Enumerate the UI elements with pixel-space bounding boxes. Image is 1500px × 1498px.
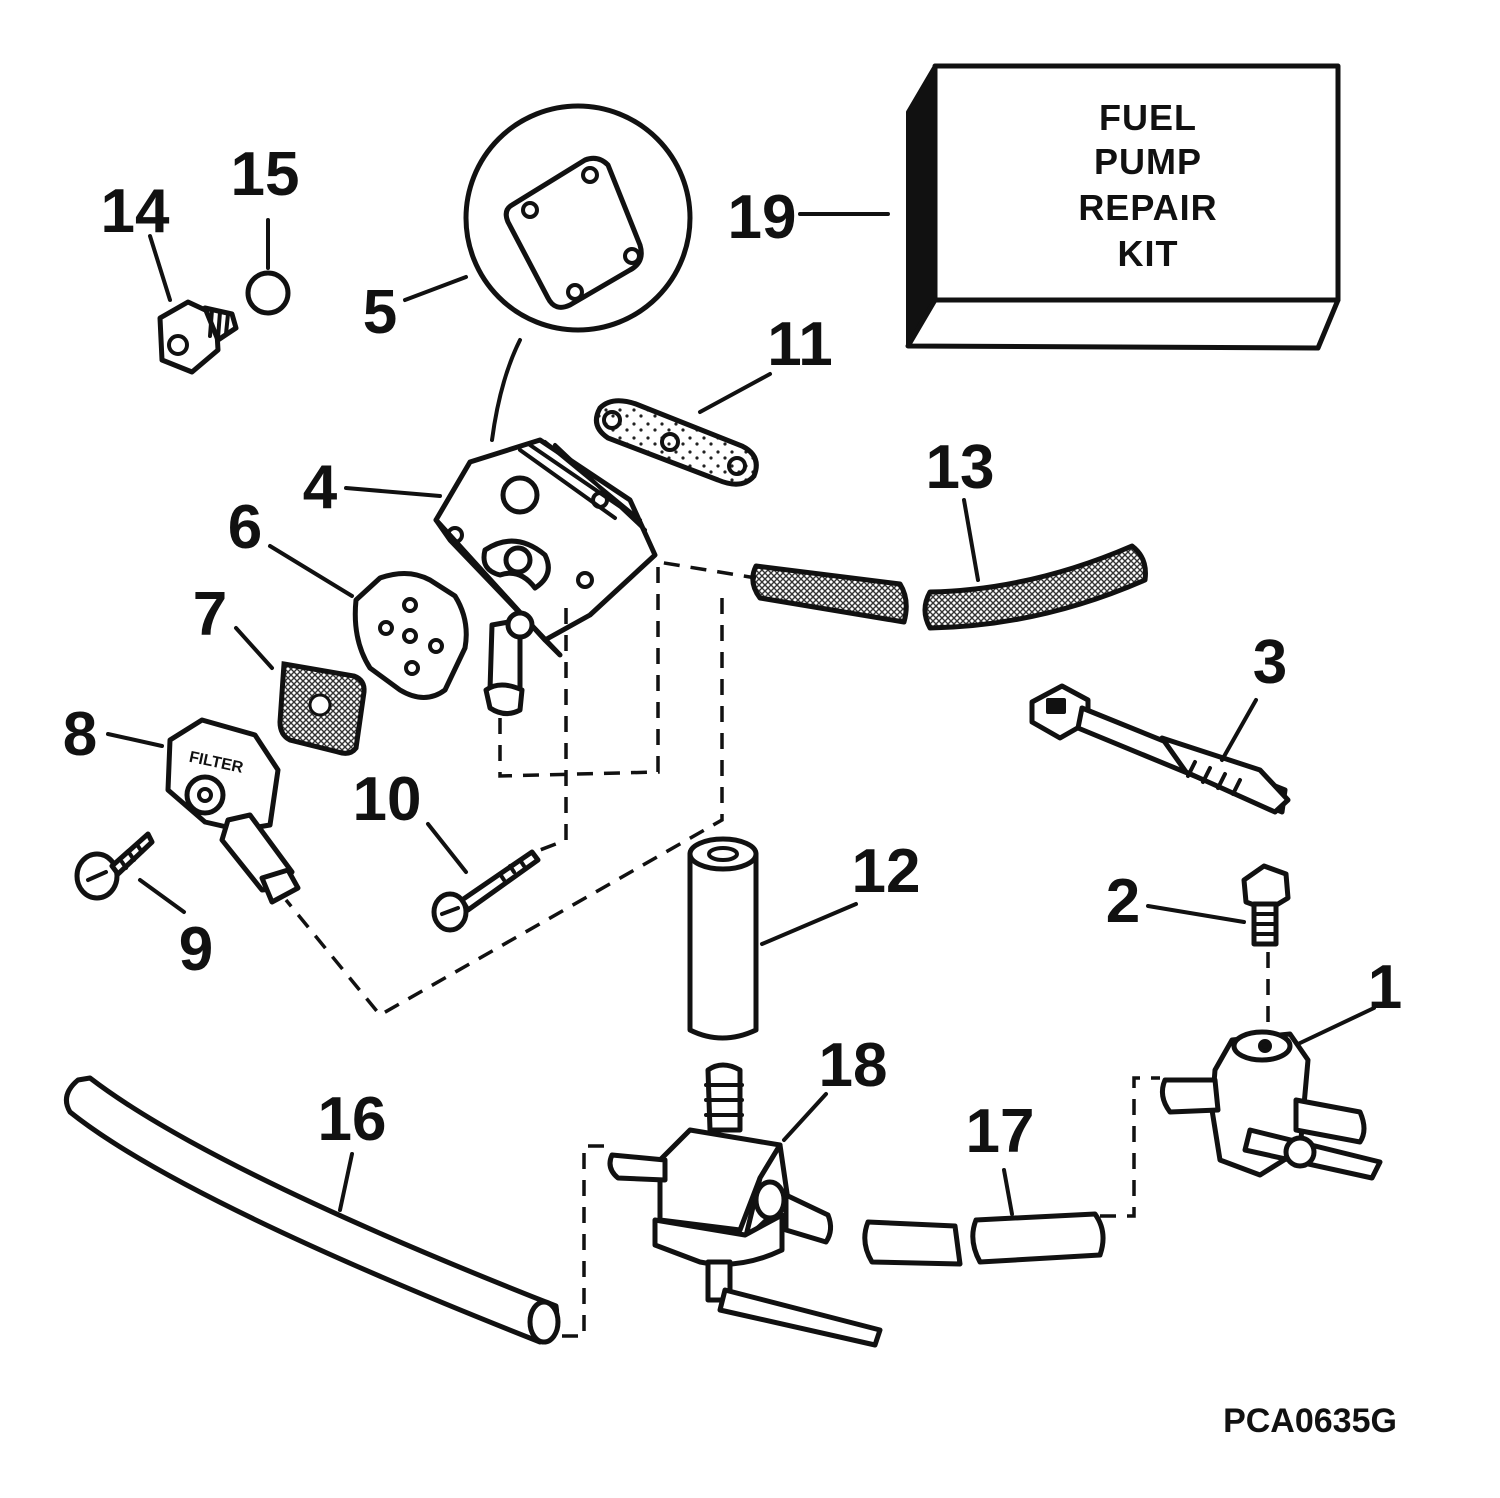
- kit-label-line-4: KIT: [1118, 233, 1179, 274]
- callout-11: 11: [767, 310, 833, 379]
- callout-16: 16: [318, 1085, 387, 1154]
- callout-19: 19: [728, 183, 797, 252]
- callout-18: 18: [819, 1031, 888, 1100]
- diaphragm: [352, 571, 469, 700]
- callout-2: 2: [1106, 867, 1140, 936]
- repair-kit-box: FUEL PUMP REPAIR KIT: [905, 63, 1341, 351]
- callout-7: 7: [193, 580, 227, 649]
- callout-13: 13: [926, 433, 995, 502]
- filter-screen: [277, 661, 367, 756]
- filter-cover-screw: [74, 831, 155, 901]
- callout-3: 3: [1253, 628, 1287, 697]
- fuel-valve: [1159, 1029, 1383, 1181]
- drawing-code: PCA0635G: [1223, 1402, 1397, 1440]
- callout-5: 5: [363, 278, 397, 347]
- hex-bolt: [1241, 863, 1291, 947]
- cover-gasket: [593, 398, 759, 487]
- callout-6: 6: [228, 493, 262, 562]
- gasket-detail: [463, 103, 693, 442]
- hose-long: [63, 1075, 561, 1345]
- kit-label-line-1: FUEL: [1099, 97, 1197, 138]
- hose-short: [687, 836, 759, 1041]
- callout-15: 15: [231, 140, 300, 209]
- check-ball: [245, 270, 291, 316]
- callout-9: 9: [179, 915, 213, 984]
- callout-12: 12: [852, 837, 921, 906]
- pump-pad-curved: [922, 543, 1148, 631]
- leader-lines: [106, 212, 1376, 1216]
- pump-pad-straight: [750, 563, 909, 625]
- callout-14: 14: [101, 177, 170, 246]
- fuel-connector: [607, 1062, 883, 1348]
- routing-lines: [284, 559, 1270, 1338]
- plug-screw: [157, 299, 239, 375]
- callout-17: 17: [966, 1097, 1035, 1166]
- fuel-pump-body: [433, 437, 658, 716]
- kit-label-line-2: PUMP: [1094, 141, 1202, 182]
- hose-pieces: [862, 1211, 1106, 1267]
- callout-1: 1: [1368, 953, 1402, 1022]
- callout-8: 8: [63, 700, 97, 769]
- callout-10: 10: [353, 765, 422, 834]
- callout-4: 4: [303, 453, 338, 522]
- pump-mounting-screw: [431, 849, 541, 933]
- tie-strap: [1029, 683, 1291, 815]
- filter-cover: FILTER: [165, 717, 301, 905]
- callout-numbers: 1 2 3 4 5 6 7 8 9 10 11 12 13 14 15 16 1…: [63, 140, 1402, 1166]
- kit-label-line-3: REPAIR: [1078, 187, 1217, 228]
